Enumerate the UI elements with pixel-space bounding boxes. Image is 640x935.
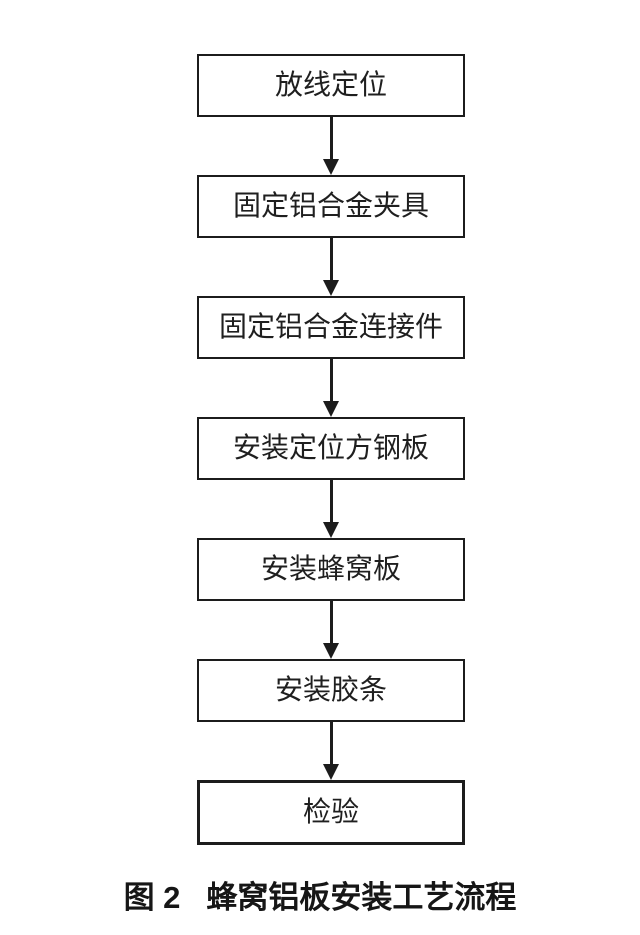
flow-step-label: 检验 [302, 796, 359, 828]
flow-step-label: 放线定位 [274, 69, 387, 101]
arrow-shaft [329, 722, 333, 764]
arrow-head [323, 764, 339, 780]
figure-title: 蜂窝铝板安装工艺流程 [206, 880, 517, 915]
flowchart: 放线定位 固定铝合金夹具 固定铝合金连接件 安装定位方钢板 安装蜂窝板 安装胶条 [197, 54, 465, 845]
flow-step-label: 固定铝合金夹具 [232, 190, 429, 222]
flow-step-2: 固定铝合金夹具 [197, 175, 465, 238]
arrow-head [323, 280, 339, 296]
flow-step-label: 安装蜂窝板 [260, 553, 401, 585]
flow-step-5: 安装蜂窝板 [197, 538, 465, 601]
arrow-down-icon [323, 480, 339, 538]
flow-step-label: 安装胶条 [274, 674, 387, 706]
arrow-head [323, 522, 339, 538]
figure-caption: 图 2 蜂窝铝板安装工艺流程 [0, 872, 640, 917]
figure-number: 图 2 [123, 880, 181, 915]
flow-step-7: 检验 [197, 780, 465, 845]
arrow-down-icon [323, 238, 339, 296]
flow-step-label: 固定铝合金连接件 [218, 311, 443, 343]
flow-step-4: 安装定位方钢板 [197, 417, 465, 480]
arrow-shaft [329, 480, 333, 522]
arrow-shaft [329, 117, 333, 159]
arrow-head [323, 643, 339, 659]
flow-step-3: 固定铝合金连接件 [197, 296, 465, 359]
arrow-down-icon [323, 722, 339, 780]
flow-step-6: 安装胶条 [197, 659, 465, 722]
flow-step-label: 安装定位方钢板 [232, 432, 429, 464]
flow-step-1: 放线定位 [197, 54, 465, 117]
arrow-shaft [329, 601, 333, 643]
arrow-head [323, 401, 339, 417]
arrow-down-icon [323, 601, 339, 659]
arrow-down-icon [323, 359, 339, 417]
arrow-head [323, 159, 339, 175]
arrow-down-icon [323, 117, 339, 175]
arrow-shaft [329, 238, 333, 280]
arrow-shaft [329, 359, 333, 401]
